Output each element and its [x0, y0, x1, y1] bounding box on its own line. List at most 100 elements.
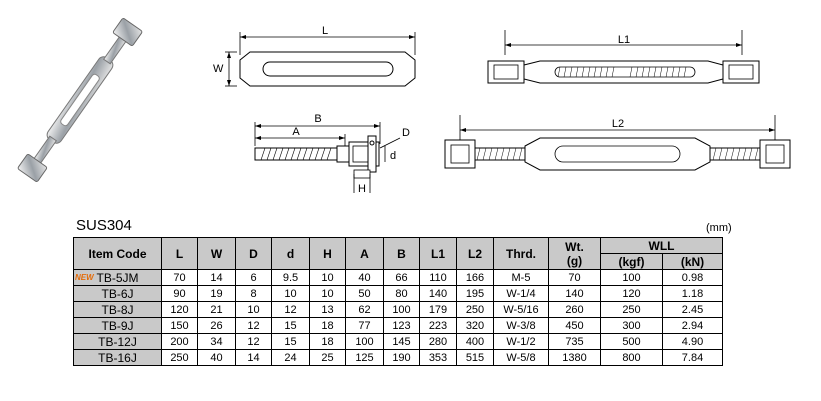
cell-d: 15: [271, 333, 310, 350]
header-W: W: [197, 237, 236, 270]
cell-L2: 250: [456, 301, 494, 318]
cell-L: 150: [161, 317, 198, 334]
cell-kgf: 100: [600, 269, 663, 286]
cell-wt: 735: [548, 333, 601, 350]
cell-A: 100: [345, 333, 384, 350]
header-row: Item Code L W D d H A B L1 L2 Thrd. Wt. …: [73, 237, 723, 270]
cell-A: 125: [345, 349, 384, 366]
cell-thrd: W-1/2: [493, 333, 549, 350]
dim-W-label: W: [213, 63, 224, 75]
cell-code: TB-6J: [73, 285, 162, 302]
cell-B: 100: [383, 301, 420, 318]
cell-W: 34: [197, 333, 236, 350]
header-wt-unit: (g): [566, 253, 583, 268]
cell-A: 62: [345, 301, 384, 318]
cell-B: 145: [383, 333, 420, 350]
cell-D: 12: [235, 317, 272, 334]
turnbuckle-photo: [17, 18, 143, 182]
cell-H: 25: [309, 349, 346, 366]
assembly-l1-drawing: L1: [487, 30, 760, 84]
header-H: H: [309, 237, 346, 270]
cell-L1: 280: [419, 333, 457, 350]
cell-H: 18: [309, 333, 346, 350]
cell-L1: 140: [419, 285, 457, 302]
header-wt-label: Wt.: [565, 239, 584, 254]
cell-L: 120: [161, 301, 198, 318]
cell-L2: 400: [456, 333, 494, 350]
header-wt: Wt. (g): [548, 237, 601, 270]
cell-code: TB-12J: [73, 333, 162, 350]
cell-kgf: 500: [600, 333, 663, 350]
header-L1: L1: [419, 237, 457, 270]
header-thrd: Thrd.: [493, 237, 549, 270]
cell-B: 190: [383, 349, 420, 366]
body-drawing: L W: [213, 25, 416, 87]
cell-wt: 70: [548, 269, 601, 286]
cell-D: 6: [235, 269, 272, 286]
cell-D: 14: [235, 349, 272, 366]
cell-kn: 2.45: [662, 301, 723, 318]
cell-wt: 140: [548, 285, 601, 302]
cell-d: 12: [271, 301, 310, 318]
item-code-text: TB-9J: [101, 318, 134, 333]
header-kgf: (kgf): [600, 253, 663, 270]
header-wll: WLL: [600, 237, 723, 254]
cell-L2: 195: [456, 285, 494, 302]
cell-L: 200: [161, 333, 198, 350]
cell-W: 21: [197, 301, 236, 318]
cell-kn: 0.98: [662, 269, 723, 286]
cell-d: 10: [271, 285, 310, 302]
cell-A: 77: [345, 317, 384, 334]
cell-kgf: 250: [600, 301, 663, 318]
cell-kgf: 300: [600, 317, 663, 334]
cell-B: 66: [383, 269, 420, 286]
cell-thrd: W-3/8: [493, 317, 549, 334]
dim-H-label: H: [358, 183, 366, 195]
cell-H: 18: [309, 317, 346, 334]
cell-L1: 223: [419, 317, 457, 334]
cell-thrd: W-5/8: [493, 349, 549, 366]
cell-H: 10: [309, 285, 346, 302]
cell-kn: 2.94: [662, 317, 723, 334]
cell-wt: 1380: [548, 349, 601, 366]
item-code-text: TB-12J: [98, 334, 137, 349]
header-kn: (kN): [662, 253, 723, 270]
dim-d-label: d: [390, 150, 396, 162]
assembly-l2-drawing: L2: [444, 115, 791, 171]
cell-thrd: M-5: [493, 269, 549, 286]
cell-kgf: 800: [600, 349, 663, 366]
cell-W: 26: [197, 317, 236, 334]
cell-H: 10: [309, 269, 346, 286]
cell-kgf: 120: [600, 285, 663, 302]
cell-L1: 179: [419, 301, 457, 318]
material-label: SUS304: [76, 217, 132, 234]
header-L: L: [161, 237, 198, 270]
spec-table: Item Code L W D d H A B L1 L2 Thrd. Wt. …: [73, 237, 723, 366]
cell-code: TB-16J: [73, 349, 162, 366]
cell-B: 123: [383, 317, 420, 334]
dim-B-label: B: [314, 113, 321, 125]
dim-D-label: D: [402, 127, 410, 139]
cell-d: 15: [271, 317, 310, 334]
cell-thrd: W-1/4: [493, 285, 549, 302]
new-badge: NEW: [75, 273, 94, 282]
cell-d: 9.5: [271, 269, 310, 286]
cell-code: TB-8J: [73, 301, 162, 318]
item-code-text: TB-16J: [98, 350, 137, 365]
cell-W: 19: [197, 285, 236, 302]
cell-kn: 1.18: [662, 285, 723, 302]
header-B: B: [383, 237, 420, 270]
header-D: D: [235, 237, 272, 270]
dim-L-label: L: [322, 25, 328, 37]
cell-kn: 7.84: [662, 349, 723, 366]
cell-L1: 110: [419, 269, 457, 286]
cell-A: 40: [345, 269, 384, 286]
cell-L2: 320: [456, 317, 494, 334]
end-fitting-drawing: B A D d H: [254, 113, 410, 195]
cell-D: 8: [235, 285, 272, 302]
cell-thrd: W-5/16: [493, 301, 549, 318]
header-subrow: (kgf) (kN): [74, 253, 723, 270]
